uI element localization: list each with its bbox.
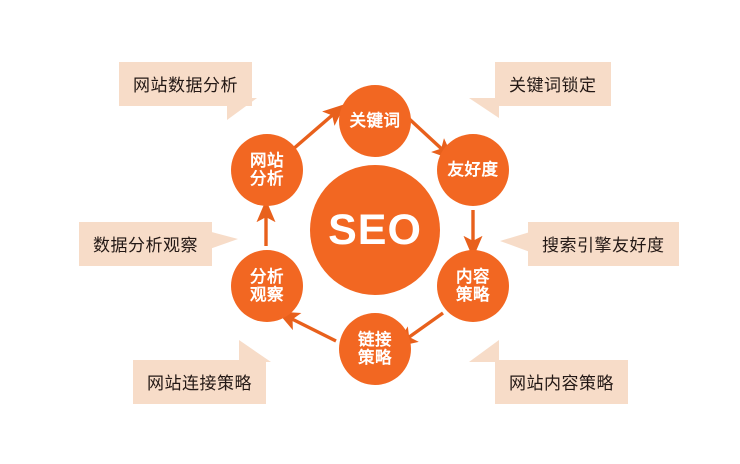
callout-tail-left — [500, 232, 530, 252]
callout-site-link-strategy: 网站连接策略 — [133, 340, 271, 404]
callout-site-content-strategy: 网站内容策略 — [469, 340, 628, 404]
node-link-strategy-line-2: 策略 — [358, 349, 392, 367]
callout-data-analysis-observation: 数据分析观察 — [79, 222, 238, 266]
node-keyword-line-1: 关键词 — [349, 111, 401, 130]
callout-tail-right — [204, 230, 238, 251]
node-analysis-observation[interactable]: 分析 观察 — [231, 250, 303, 322]
node-link-strategy[interactable]: 链接 策略 — [339, 313, 411, 385]
callout-site-link-strategy-label: 网站连接策略 — [147, 374, 252, 393]
node-content-strategy[interactable]: 内容 策略 — [437, 250, 509, 322]
callout-keyword-lock: 关键词锁定 — [469, 62, 611, 118]
arrow-content-to-link — [395, 311, 444, 348]
node-friendliness-line-1: 友好度 — [447, 160, 499, 179]
node-analysis-observation-line-2: 观察 — [250, 286, 284, 304]
callout-data-analysis-observation-label: 数据分析观察 — [93, 236, 198, 255]
center-node-label: SEO — [328, 205, 422, 254]
node-site-analysis-line-1: 网站 — [250, 151, 284, 170]
callout-site-data-analysis-label: 网站数据分析 — [133, 76, 238, 95]
node-content-strategy-line-1: 内容 — [456, 267, 490, 286]
callout-tail-down-left — [469, 98, 499, 118]
callout-search-engine-friendliness-label: 搜索引擎友好度 — [542, 236, 665, 255]
node-site-analysis[interactable]: 网站 分析 — [231, 134, 303, 206]
center-node-seo: SEO — [310, 165, 440, 295]
callout-site-content-strategy-label: 网站内容策略 — [509, 374, 614, 393]
callout-site-data-analysis: 网站数据分析 — [119, 62, 257, 120]
arrow-keyword-to-friendliness — [403, 113, 454, 161]
node-content-strategy-line-2: 策略 — [456, 286, 490, 304]
callout-keyword-lock-label: 关键词锁定 — [509, 76, 597, 95]
callout-search-engine-friendliness: 搜索引擎友好度 — [500, 222, 679, 266]
node-site-analysis-line-2: 分析 — [250, 170, 284, 188]
node-analysis-observation-line-1: 分析 — [250, 267, 284, 286]
node-keyword[interactable]: 关键词 — [339, 85, 411, 157]
callout-tail-up-left — [469, 340, 499, 362]
callout-tail-up-right — [239, 340, 271, 362]
node-friendliness[interactable]: 友好度 — [437, 134, 509, 206]
arrow-link-to-observation — [277, 311, 337, 343]
node-link-strategy-line-1: 链接 — [358, 330, 392, 349]
arrow-siteanalysis-to-keyword — [290, 103, 346, 152]
callout-tail-down-right — [227, 98, 257, 120]
